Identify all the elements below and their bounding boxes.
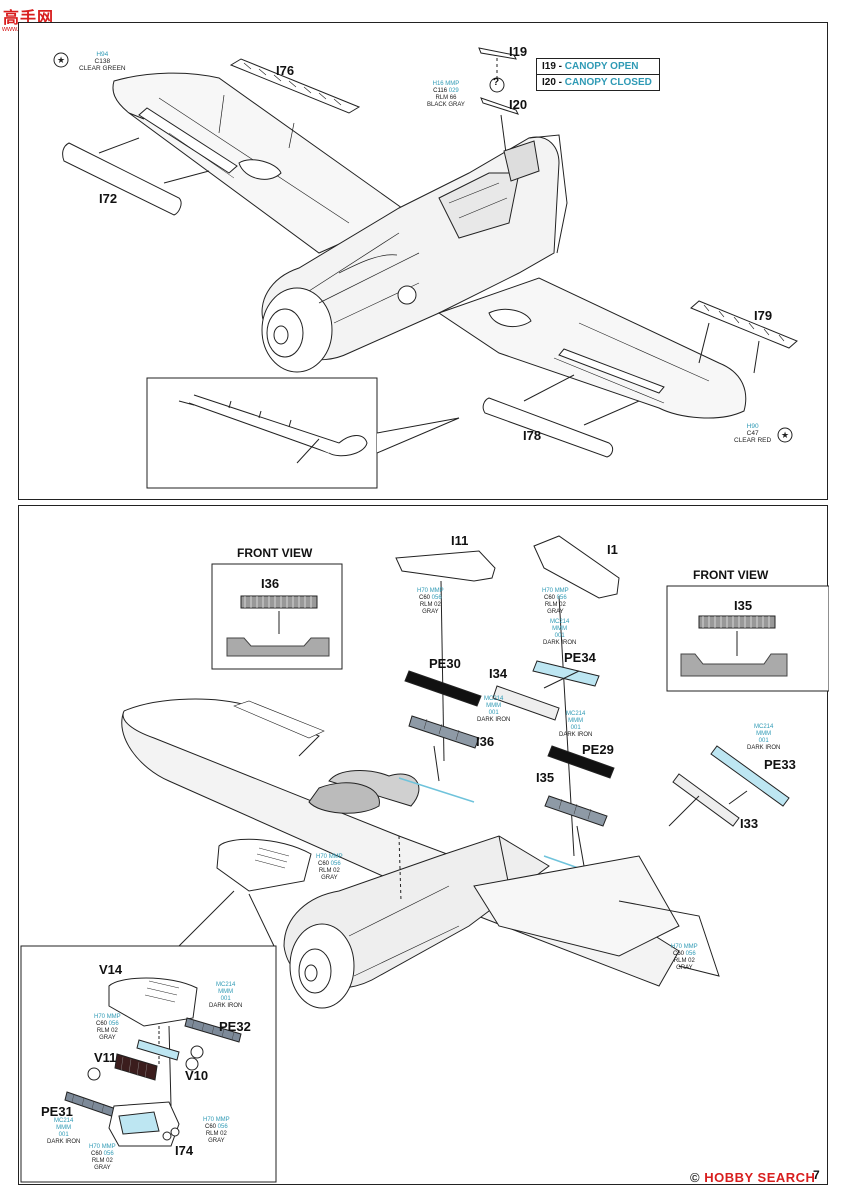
part-label-i34: I34 (489, 666, 508, 681)
part-label-i35: I35 (536, 770, 555, 785)
clear-green-callout: H94 C138 CLEAR GREEN (79, 51, 126, 72)
dark-iron-callout-i36: MC214 MMM 001 DARK IRON (477, 696, 511, 723)
top-assembly-drawing: ★ ★ (53, 47, 798, 489)
paint-callout-i1: H70 MMP C60 056 RLM 02 GRAY (542, 588, 569, 615)
part-label-i1: I1 (607, 542, 618, 557)
part-label-v11: V11 (94, 1050, 117, 1065)
legend-row-open: I19 - CANOPY OPEN (537, 59, 659, 75)
part-label-pe29: PE29 (582, 742, 614, 757)
part-label-i33: I33 (740, 816, 759, 831)
part-label-i20: I20 (509, 97, 528, 112)
front-view-left-title: FRONT VIEW (237, 546, 313, 560)
paint-callout-i74-right: H70 MMP C60 056 RLM 02 GRAY (203, 1117, 230, 1144)
paint-callout-i74-left: H70 MMP C60 056 RLM 02 GRAY (89, 1144, 116, 1171)
part-label-pe30: PE30 (429, 656, 461, 671)
part-label-i79: I79 (754, 308, 773, 323)
top-panel: ★ ★ I19 I20 I76 I72 I79 I78 ? H16 MMP C1… (18, 22, 828, 500)
svg-text:★: ★ (781, 431, 789, 441)
hobby-search-logo: © HOBBY SEARCH (690, 1170, 816, 1185)
dark-iron-callout-pe29: MC214 MMM 001 DARK IRON (559, 711, 593, 738)
bottom-panel: FRONT VIEW I36 FRONT VIEW I35 I11 I1 PE3… (18, 505, 829, 1185)
svg-text:★: ★ (57, 56, 65, 66)
front-view-left-part: I36 (261, 576, 280, 591)
part-label-v10: V10 (185, 1068, 209, 1083)
part-label-i76: I76 (276, 63, 295, 78)
paint-callout-fuselage: H70 MMP C60 056 RLM 02 GRAY (316, 854, 343, 881)
paint-callout-canopy: H16 MMP C116 029 RLM 66 BLACK GRAY (427, 81, 465, 108)
dark-iron-callout-pe32: MC214 MMM 001 DARK IRON (209, 982, 243, 1009)
part-label-i11: I11 (451, 533, 469, 548)
paint-callout-right-bay: H70 MMP C60 056 RLM 02 GRAY (671, 944, 698, 971)
part-label-i19: I19 (509, 44, 528, 59)
front-view-right-title: FRONT VIEW (693, 568, 769, 582)
part-label-pe34: PE34 (564, 650, 596, 665)
part-label-pe32: PE32 (219, 1019, 251, 1034)
legend-row-closed: I20 - CANOPY CLOSED (542, 77, 652, 88)
dark-iron-callout-pe33: MC214 MMM 001 DARK IRON (747, 724, 781, 751)
page-number: 7 (813, 1168, 820, 1182)
paint-callout-i11: H70 MMP C60 056 RLM 02 GRAY (417, 588, 444, 615)
part-label-i72: I72 (99, 191, 118, 206)
part-label-pe33: PE33 (764, 757, 796, 772)
part-label-pe31: PE31 (41, 1104, 73, 1119)
bottom-assembly-drawing (20, 535, 829, 1183)
canopy-legend: I19 - CANOPY OPEN I20 - CANOPY CLOSED (536, 58, 660, 91)
part-label-i36: I36 (476, 734, 495, 749)
part-label-i78: I78 (523, 428, 542, 443)
question-mark: ? (493, 77, 500, 88)
dark-iron-callout-pe34: MC214 MMM 001 DARK IRON (543, 619, 577, 646)
front-view-right-part: I35 (734, 598, 753, 613)
dark-iron-callout-pe31: MC214 MMM 001 DARK IRON (47, 1118, 81, 1145)
paint-callout-v14: H70 MMP C60 056 RLM 02 GRAY (94, 1014, 121, 1041)
clear-red-callout: H90 C47 CLEAR RED (734, 423, 772, 444)
part-label-v14: V14 (99, 962, 123, 977)
part-label-i74: I74 (175, 1143, 194, 1158)
